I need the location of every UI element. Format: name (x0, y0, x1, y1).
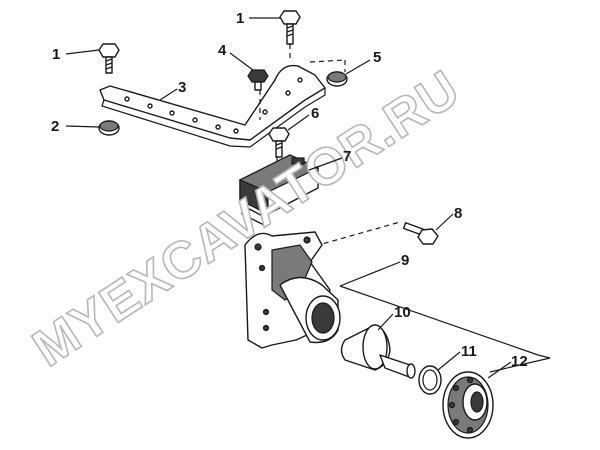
callout-5: 5 (373, 49, 381, 66)
watermark: MYEXCAVATOR.RU (23, 60, 470, 379)
mounting-plate (99, 64, 326, 148)
callout-1-left: 1 (52, 46, 60, 63)
callout-7: 7 (343, 148, 351, 165)
engine-mount-bracket (244, 231, 341, 349)
callout-12: 12 (511, 353, 528, 370)
bolt-top (279, 10, 301, 45)
callout-3: 3 (178, 79, 186, 96)
rubber-mount-bracket (238, 154, 320, 227)
washer-left (98, 120, 120, 136)
callout-6: 6 (311, 105, 319, 122)
callout-8: 8 (454, 205, 462, 222)
washer-right (326, 71, 348, 87)
callout-2: 2 (51, 118, 59, 135)
snap-ring (418, 365, 442, 395)
callout-9: 9 (401, 252, 409, 269)
callout-1-top: 1 (236, 10, 244, 27)
bolt-middle (268, 127, 290, 158)
callout-4: 4 (218, 42, 227, 59)
bolt-left (98, 43, 120, 74)
callout-11: 11 (461, 343, 477, 360)
idler-shaft (340, 324, 416, 379)
nut (247, 69, 269, 91)
bolt-horizontal (402, 222, 439, 245)
callout-10: 10 (394, 304, 411, 321)
fan-hub (442, 371, 494, 439)
